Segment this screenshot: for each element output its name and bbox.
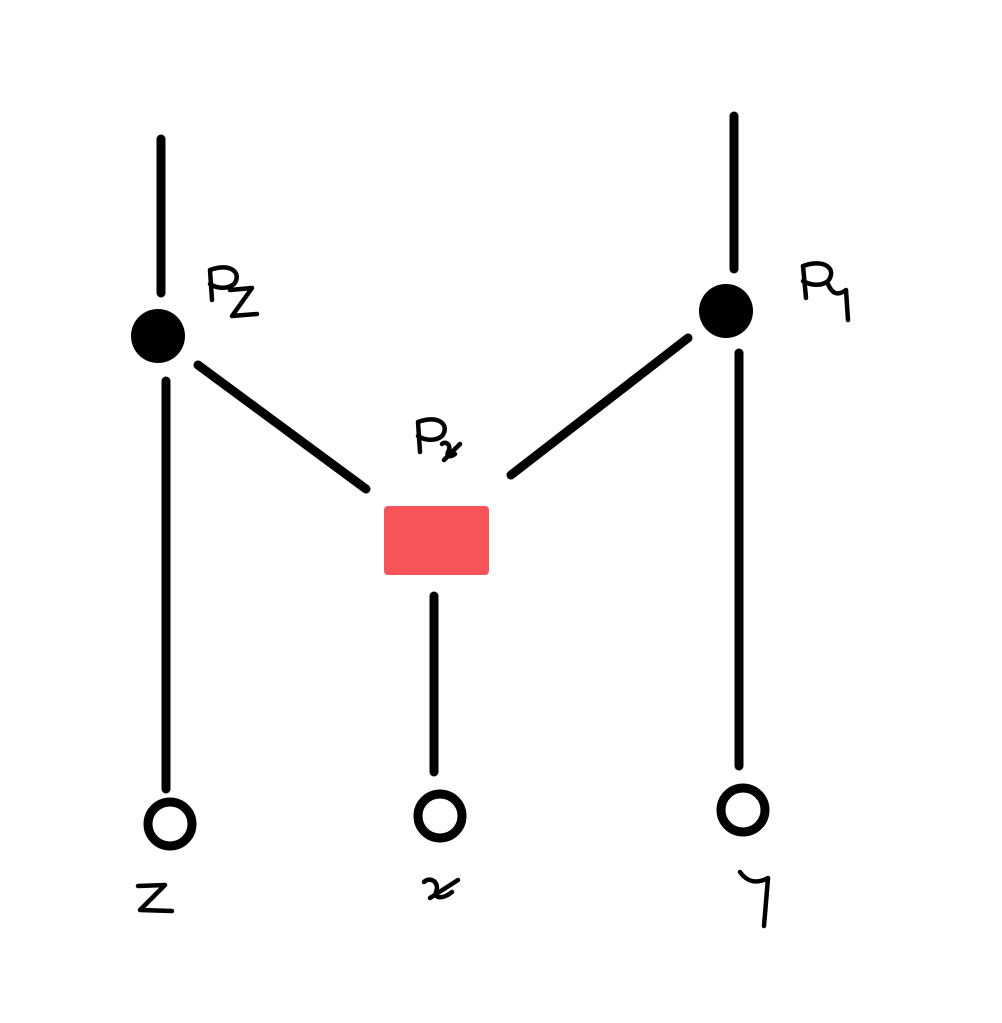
- z-label: [135, 882, 175, 914]
- px-label: [415, 417, 463, 463]
- px-box: [384, 506, 489, 575]
- x-node: [413, 789, 467, 843]
- py-label: [800, 261, 851, 323]
- y-label: [737, 869, 771, 929]
- py-px-wire: [506, 333, 693, 480]
- z-node: [143, 797, 197, 851]
- pz-px-wire: [193, 360, 371, 494]
- py-node: [699, 284, 753, 338]
- pz-label: [207, 265, 260, 319]
- y-node: [716, 783, 770, 837]
- pz-node: [131, 309, 185, 363]
- x-label: [421, 877, 461, 901]
